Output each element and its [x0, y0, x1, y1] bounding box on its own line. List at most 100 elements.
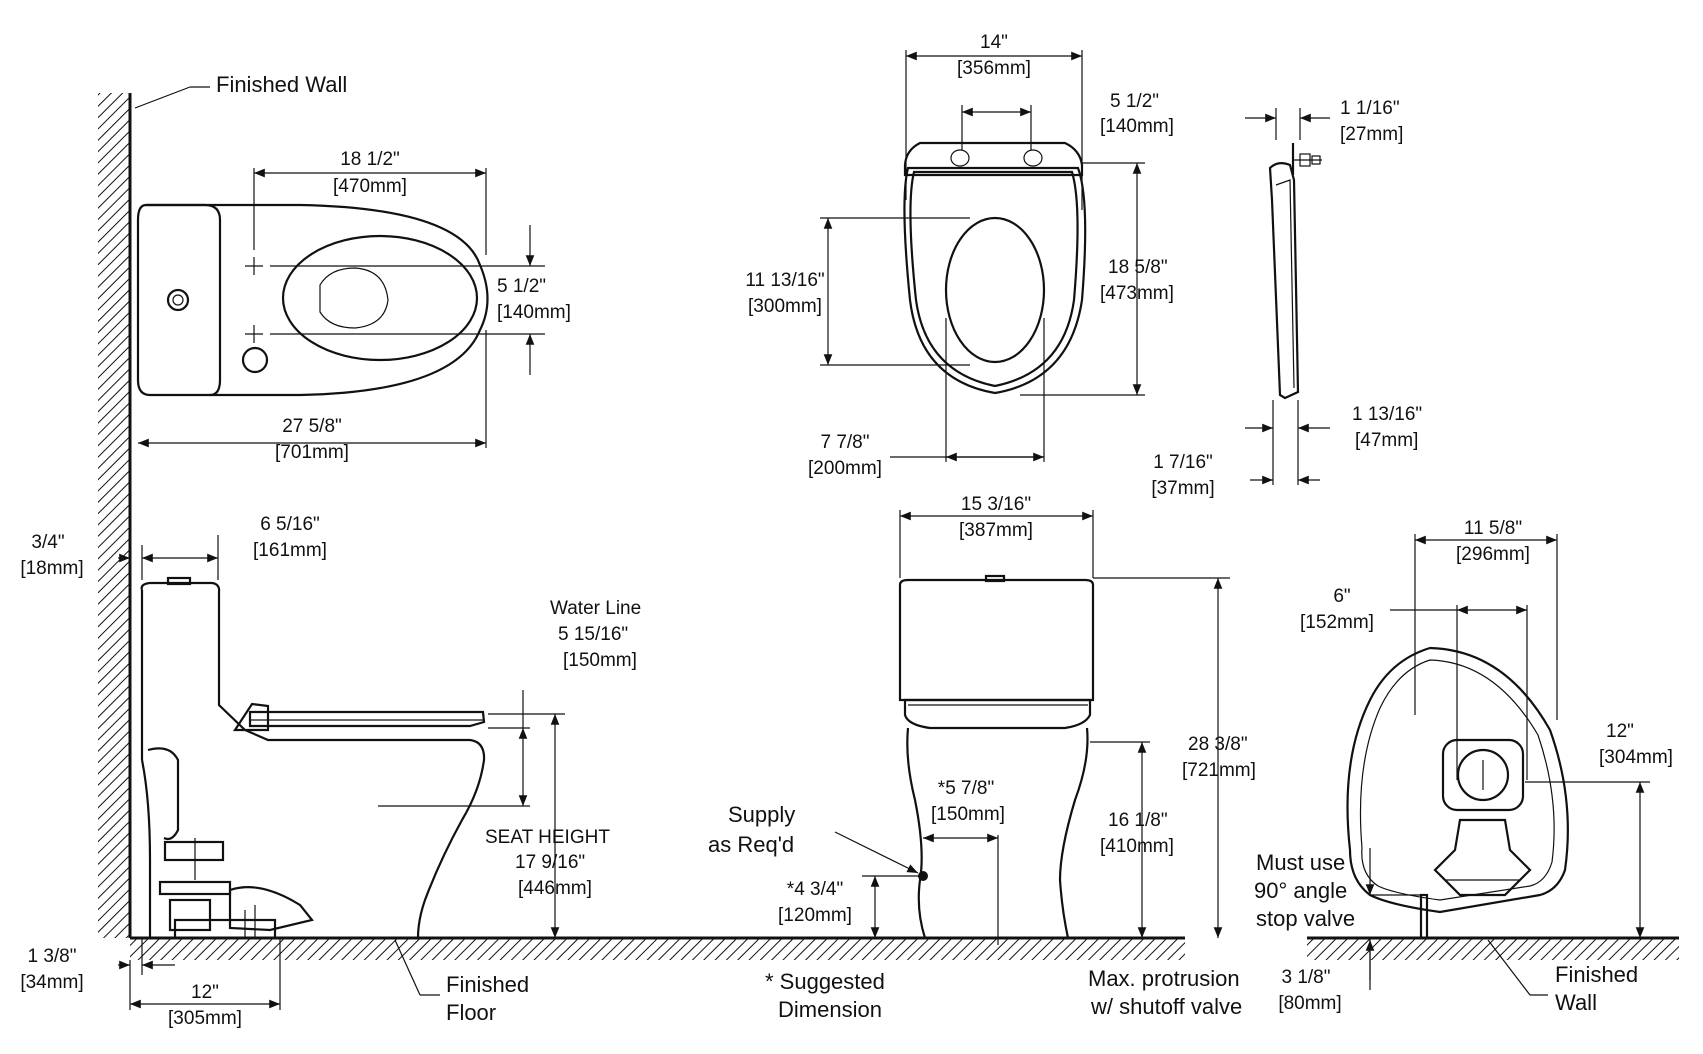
dim-side-1-7-16: 1 7/16" [37mm]: [1151, 452, 1320, 499]
dim-inch: 5 1/2": [1110, 91, 1159, 112]
dim-mm: [152mm]: [1300, 612, 1374, 633]
finished-wall-label: Wall: [1555, 990, 1597, 1015]
dim-mm: [200mm]: [808, 458, 882, 479]
dim-seat-14: 14" [356mm]: [905, 32, 1083, 210]
dim-front-4-3-4: *4 3/4" [120mm]: [778, 875, 923, 938]
dim-inch: 18 1/2": [340, 149, 400, 170]
dim-mm: [721mm]: [1182, 760, 1256, 781]
dim-left-12: 12" [305mm]: [129, 938, 281, 1029]
stop-valve-text: Must use: [1256, 850, 1345, 875]
dim-back-11-5-8: 11 5/8" [296mm]: [1414, 518, 1558, 720]
dim-mm: [37mm]: [1151, 478, 1214, 499]
dim-side-1-13-16: 1 13/16" [47mm]: [1245, 400, 1422, 485]
left-wall: [98, 93, 132, 938]
suggested-note: * Suggested Dimension: [765, 969, 885, 1022]
dim-side-1-1-16: 1 1/16" [27mm]: [1245, 98, 1403, 145]
dim-inch: 3/4": [31, 532, 64, 553]
dim-left-1-3-8: 1 3/8" [34mm]: [20, 938, 175, 993]
dim-inch: 11 13/16": [745, 270, 824, 291]
dim-inch: 6 5/16": [260, 514, 320, 535]
supply-label: as Req'd: [708, 832, 794, 857]
front-view-toilet: [898, 574, 1095, 939]
dim-inch: 7 7/8": [820, 432, 869, 453]
dim-mm: [410mm]: [1100, 836, 1174, 857]
finished-floor-callout: Finished Floor: [394, 939, 529, 1025]
suggested-note-text: Dimension: [778, 997, 882, 1022]
dim-inch: 1 1/16": [1340, 98, 1400, 119]
dim-mm: [150mm]: [563, 650, 637, 671]
dim-top-27-5: 27 5/8" [701mm]: [138, 330, 487, 463]
bolt-marker: [245, 257, 263, 343]
dim-mm: [300mm]: [748, 296, 822, 317]
finished-floor-right: [1307, 936, 1679, 960]
dim-mm: [446mm]: [518, 878, 592, 899]
dim-inch: 1 7/16": [1153, 452, 1213, 473]
dim-mm: [150mm]: [931, 804, 1005, 825]
back-view-toilet: [1346, 646, 1569, 940]
max-protrusion-text: Max. protrusion: [1088, 966, 1240, 991]
finished-wall-label: Finished Wall: [216, 72, 347, 97]
dim-front-5-7-8: *5 7/8" [150mm]: [923, 778, 1005, 945]
dim-inch: 5 15/16": [558, 624, 628, 645]
dim-mm: [304mm]: [1599, 747, 1673, 768]
finished-floor-label: Finished: [446, 972, 529, 997]
finished-wall-label: Finished: [1555, 962, 1638, 987]
dim-inch: *4 3/4": [787, 879, 843, 900]
dim-inch: 3 1/8": [1281, 967, 1330, 988]
max-protrusion-text: w/ shutoff valve: [1090, 994, 1242, 1019]
finished-wall-back-callout: Finished Wall: [1487, 939, 1638, 1015]
dim-mm: [140mm]: [497, 302, 571, 323]
dim-inch: 5 1/2": [497, 276, 546, 297]
dim-left-3-4: 3/4" [18mm]: [20, 532, 219, 580]
dim-inch: 1 13/16": [1352, 404, 1422, 425]
water-line-label: Water Line: [550, 598, 641, 619]
dim-top-5-5: 5 1/2" [140mm]: [270, 225, 571, 375]
supply-label: Supply: [728, 802, 795, 827]
seat-height-label: SEAT HEIGHT: [485, 827, 610, 848]
dim-mm: [80mm]: [1278, 993, 1341, 1014]
dim-back-3-1-8: 3 1/8" [80mm]: [1278, 848, 1422, 1014]
stop-valve-note: Must use 90° angle stop valve: [1254, 850, 1355, 931]
dim-mm: [47mm]: [1355, 430, 1418, 451]
dim-seat-5-5: 5 1/2" [140mm]: [961, 91, 1174, 150]
dim-seat-7-7: 7 7/8" [200mm]: [808, 318, 1045, 479]
dim-inch: 14": [980, 32, 1008, 53]
dim-mm: [34mm]: [20, 972, 83, 993]
dim-mm: [305mm]: [168, 1008, 242, 1029]
dim-inch: 15 3/16": [961, 494, 1031, 515]
dim-water-line: Water Line 5 15/16" [150mm]: [378, 598, 641, 807]
dim-mm: [356mm]: [957, 58, 1031, 79]
dim-mm: [296mm]: [1456, 544, 1530, 565]
dim-inch: 17 9/16": [515, 852, 585, 873]
dim-inch: 18 5/8": [1108, 257, 1168, 278]
dim-inch: 6": [1333, 586, 1350, 607]
side-view-toilet: [140, 576, 486, 940]
dim-top-18-5: 18 1/2" [470mm]: [253, 149, 487, 255]
dim-inch: 12": [1606, 721, 1634, 742]
dim-back-6: 6" [152mm]: [1300, 586, 1528, 780]
dim-mm: [161mm]: [253, 540, 327, 561]
finished-wall-callout: Finished Wall: [134, 72, 347, 109]
dim-mm: [473mm]: [1100, 283, 1174, 304]
dim-mm: [120mm]: [778, 905, 852, 926]
dim-inch: 11 5/8": [1464, 518, 1522, 539]
suggested-note-text: * Suggested: [765, 969, 885, 994]
dim-front-15-3-16: 15 3/16" [387mm]: [899, 494, 1094, 578]
finished-floor-label: Floor: [446, 1000, 496, 1025]
dim-back-12: 12" [304mm]: [1525, 721, 1673, 938]
stop-valve-text: stop valve: [1256, 906, 1355, 931]
dim-seat-18-5: 18 5/8" [473mm]: [1020, 162, 1174, 396]
supply-callout: Supply as Req'd: [708, 802, 919, 874]
max-protrusion-note: Max. protrusion w/ shutoff valve: [1088, 966, 1242, 1019]
top-view-toilet: [136, 203, 489, 397]
dim-inch: 27 5/8": [282, 416, 342, 437]
dim-seat-11-13: 11 13/16" [300mm]: [745, 217, 970, 366]
dim-inch: *5 7/8": [938, 778, 994, 799]
dim-left-6-5-16: 6 5/16" [161mm]: [253, 514, 327, 561]
dim-seat-height: SEAT HEIGHT 17 9/16" [446mm]: [485, 714, 610, 938]
dim-mm: [701mm]: [275, 442, 349, 463]
dim-mm: [470mm]: [333, 176, 407, 197]
dim-mm: [18mm]: [20, 558, 83, 579]
dim-inch: 28 3/8": [1188, 734, 1248, 755]
